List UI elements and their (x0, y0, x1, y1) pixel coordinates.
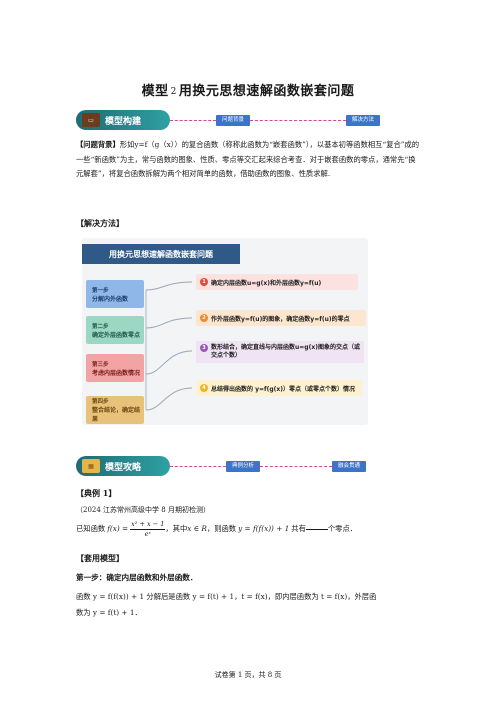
example-problem: 已知函数 f(x) = x² + x − 1 eˣ ，其中 x ∈ R ，则函数… (76, 520, 422, 539)
problem-end: 个零点． (327, 524, 358, 534)
model-strategy-banner: ▦ 模型攻略 典例分析 融会贯通 (76, 454, 416, 478)
model-build-banner: ▭ 模型构建 问题背景 解决方法 (76, 108, 416, 132)
item-4-text: 总结得出函数的 y=f(g(x)）零点（或零点个数）情况 (211, 385, 356, 393)
tag-problem-background: 问题背景 (216, 114, 251, 126)
method-label: 【解决方法】 (76, 218, 124, 228)
mindmap-item-1: 1 确定内层函数u=g(x)和外层函数y=f(u) (196, 274, 358, 290)
chalkboard-icon: ▭ (82, 113, 100, 127)
problem-post: 共有 (291, 524, 306, 534)
page-footer: 试卷第 1 页，共 8 页 (214, 671, 282, 679)
step-2-box: 第二步 确定外层函数零点 (86, 316, 144, 344)
domain-condition: x ∈ R (187, 524, 207, 534)
step-2-text: 确定外层函数零点 (92, 331, 141, 339)
title-text: 用换元思想速解函数嵌套问题 (178, 84, 355, 99)
mindmap-item-2: 2 作外层函数y=f(u)的图象，确定函数y=f(u)的零点 (196, 310, 366, 326)
fraction-numerator: x² + x − 1 (130, 520, 166, 530)
step1-line2: 数为 y = f(t) + 1． (76, 608, 142, 617)
step-3-label: 第三步 (92, 361, 109, 368)
number-badge: 4 (200, 384, 208, 392)
background-paragraph: 【问题背景】形如y=f（g（x））的复合函数（称称此函数为“嵌套函数”），以基本… (76, 138, 422, 182)
step-4-label: 第四步 (92, 399, 109, 405)
title-number: 2 (170, 87, 177, 97)
answer-blank (305, 529, 328, 530)
banner-label: 模型构建 (105, 116, 142, 127)
mindmap-item-3: 3 数形结合，确定直线与内层函数u=g(x)图象的交点（或交点个数） (196, 341, 364, 363)
dashed-connector (260, 465, 333, 467)
number-badge: 1 (200, 278, 208, 286)
mindmap-title: 用换元思想速解函数嵌套问题 (82, 244, 240, 264)
step-1-label: 第一步 (92, 287, 109, 294)
step-4-text: 整合结论，确定结果 (92, 407, 141, 423)
number-badge: 2 (200, 314, 208, 322)
step1-heading: 第一步：确定内层函数和外层函数． (76, 573, 198, 582)
mindmap-connectors (145, 281, 193, 411)
problem-mid: ，其中 (165, 524, 188, 534)
item-3-text: 数形结合，确定直线与内层函数u=g(x)图象的交点（或交点个数） (211, 344, 360, 359)
banner-pill: ▦ 模型攻略 (76, 456, 170, 476)
step-3-box: 第三步 考虑内层函数情况 (86, 354, 144, 382)
tag-integration: 融会贯通 (332, 460, 367, 472)
problem-prefix: 已知函数 (76, 524, 106, 534)
step-3-text: 考虑内层函数情况 (92, 369, 141, 377)
banner-label: 模型攻略 (105, 462, 142, 473)
banner-pill: ▭ 模型构建 (76, 110, 170, 130)
dashed-connector (170, 465, 226, 467)
problem-mid2: ，则函数 (206, 524, 237, 534)
tag-solution-method: 解决方法 (346, 114, 381, 126)
number-badge: 3 (200, 344, 208, 352)
dashed-connector (170, 119, 216, 121)
mindmap-item-4: 4 总结得出函数的 y=f(g(x)）零点（或零点个数）情况 (196, 380, 362, 396)
example-label: 【典例 1】 (76, 488, 117, 498)
model-label: 【套用模型】 (76, 553, 124, 563)
step-1-text: 分解内外函数 (92, 295, 129, 303)
fraction: x² + x − 1 eˣ (130, 520, 166, 539)
step-2-label: 第二步 (92, 323, 109, 330)
title-prefix: 模型 (141, 84, 169, 99)
step-4-box: 第四步 整合结论，确定结果 (86, 396, 144, 424)
composite-function: y = f(f(x)) + 1 (238, 524, 290, 534)
step-1-box: 第一步 分解内外函数 (86, 280, 144, 308)
function-f: f(x) = (107, 524, 129, 534)
blocks-icon: ▦ (82, 459, 100, 473)
item-2-text: 作外层函数y=f(u)的图象，确定函数y=f(u)的零点 (211, 315, 350, 323)
fraction-denominator: eˣ (144, 530, 151, 538)
background-text: 形如y=f（g（x））的复合函数（称称此函数为“嵌套函数”），以基本初等函数相互… (76, 140, 420, 178)
example-source: （2024 江苏常州高级中学 8 月期初检测） (76, 506, 210, 514)
step1-line1: 函数 y = f(f(x)) + 1 分解后是函数 y = f(t) + 1，t… (76, 592, 377, 601)
background-label: 【问题背景】 (76, 140, 120, 149)
item-1-text: 确定内层函数u=g(x)和外层函数y=f(u) (211, 279, 322, 287)
tag-example-analysis: 典例分析 (226, 460, 261, 472)
dashed-connector (250, 119, 347, 121)
